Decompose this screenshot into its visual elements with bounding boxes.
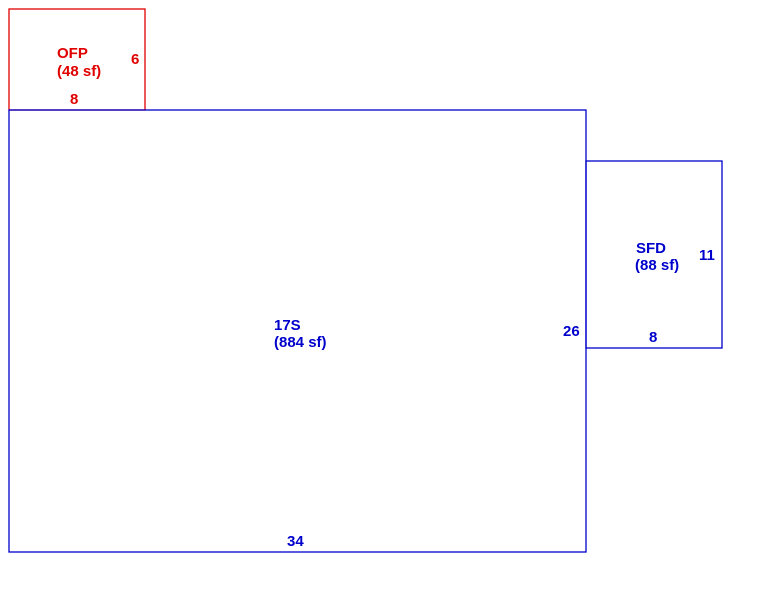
sfd-code-label: SFD (636, 240, 666, 257)
ofp-width-dimension: 8 (70, 91, 78, 108)
sfd-area-label: (88 sf) (635, 257, 679, 274)
main-area-label: (884 sf) (274, 334, 327, 351)
ofp-code-label: OFP (57, 45, 88, 62)
ofp-area-label: (48 sf) (57, 63, 101, 80)
sfd-outline (585, 160, 723, 349)
area-main[interactable]: 17S (884 sf) 26 34 (8, 109, 587, 553)
main-code-label: 17S (274, 317, 301, 334)
main-depth-dimension: 26 (563, 323, 580, 340)
sfd-width-dimension: 8 (649, 329, 657, 346)
area-ofp[interactable]: OFP (48 sf) 6 8 (8, 8, 146, 111)
main-width-dimension: 34 (287, 533, 304, 550)
sfd-depth-dimension: 11 (699, 247, 715, 264)
ofp-depth-dimension: 6 (131, 51, 139, 68)
area-sfd[interactable]: SFD (88 sf) 11 8 (585, 160, 723, 349)
